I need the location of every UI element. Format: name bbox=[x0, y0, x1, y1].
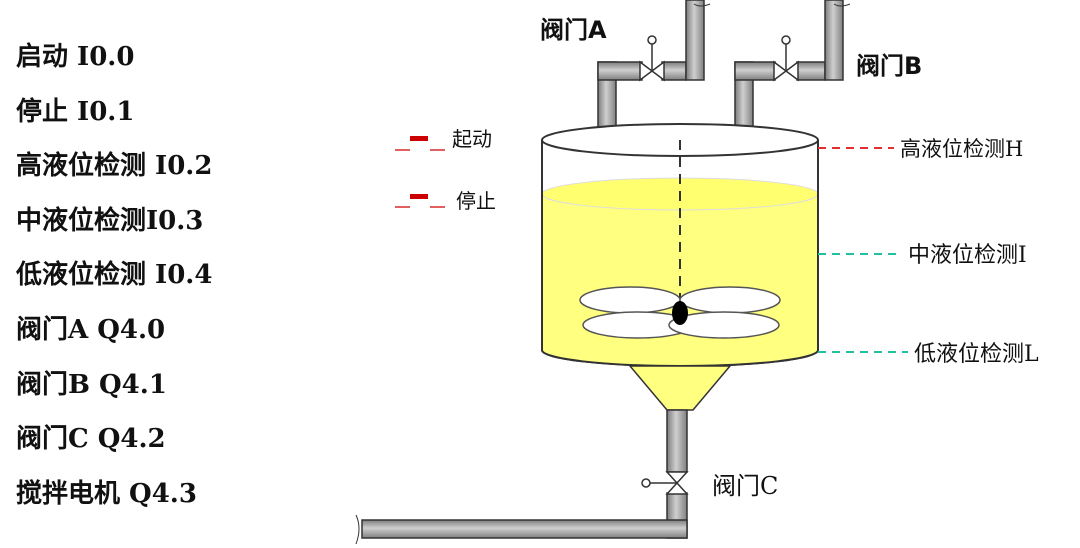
valve-a-label: 阀门A bbox=[540, 16, 607, 44]
valve-b-label: 阀门B bbox=[856, 52, 922, 80]
io-item-high-level: 高液位检测 I0.2 bbox=[16, 151, 213, 182]
io-item-mixer-motor: 搅拌电机 Q4.3 bbox=[16, 478, 197, 509]
io-item-start: 启动 I0.0 bbox=[16, 42, 135, 72]
io-item-valve-b: 阀门B Q4.1 bbox=[16, 369, 167, 400]
agitator bbox=[579, 140, 781, 339]
low-level-sensor-label: 低液位检测L bbox=[914, 342, 1039, 367]
valve-c-symbol[interactable] bbox=[641, 471, 689, 495]
io-item-mid-level: 中液位检测I0.3 bbox=[16, 205, 204, 236]
valve-b-symbol[interactable] bbox=[773, 35, 799, 82]
io-item-stop: 停止 I0.1 bbox=[16, 96, 135, 127]
io-item-valve-c: 阀门C Q4.2 bbox=[16, 424, 166, 455]
start-button-label: 起动 bbox=[452, 127, 492, 151]
stop-button-label: 停止 bbox=[456, 189, 496, 213]
io-item-low-level: 低液位检测 I0.4 bbox=[16, 260, 213, 291]
valve-c-label: 阀门C bbox=[712, 472, 778, 500]
tank-outlet-cone bbox=[628, 365, 732, 411]
io-address-list: 启动 I0.0 停止 I0.1 高液位检测 I0.2 中液位检测I0.3 低液位… bbox=[16, 38, 212, 529]
io-item-valve-a: 阀门A Q4.0 bbox=[16, 314, 166, 345]
outlet-pipe bbox=[355, 409, 688, 545]
start-button-symbol[interactable] bbox=[395, 136, 445, 151]
mid-level-sensor-label: 中液位检测I bbox=[908, 243, 1027, 268]
high-level-sensor-label: 高液位检测H bbox=[900, 137, 1023, 161]
inlet-pipe-a bbox=[597, 0, 711, 141]
stop-button-symbol[interactable] bbox=[395, 194, 445, 208]
inlet-pipe-b bbox=[734, 0, 851, 141]
valve-a-symbol[interactable] bbox=[639, 35, 665, 82]
